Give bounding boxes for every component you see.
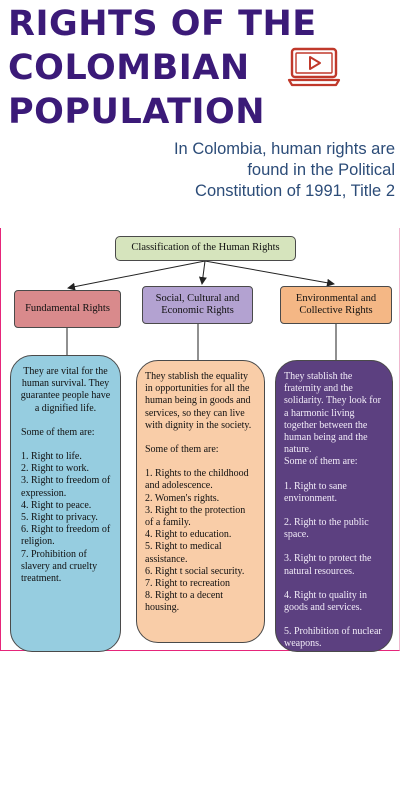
video-play-icon[interactable]	[287, 46, 341, 90]
list-item: 2. Women's rights.	[145, 492, 220, 504]
list-item: 2. Right to work.	[21, 463, 90, 475]
category-fundamental: Fundamental Rights	[14, 290, 121, 328]
list-item: 3. Right to protect the natural resource…	[284, 553, 372, 577]
category-environmental: Environmental and Collective Rights	[280, 286, 392, 324]
list-item: 4. Right to peace.	[21, 499, 92, 511]
list-item: 4. Right to education.	[145, 529, 232, 541]
description-intro: They stablish the equality in opportunit…	[145, 371, 252, 431]
list-item: 4. Right to quality in goods and service…	[284, 589, 368, 614]
list-item: 2. Right to the public space.	[284, 517, 369, 541]
list-item: 7. Right to recreation	[145, 578, 230, 590]
video-play-icon-graphic	[287, 47, 341, 87]
list-item: 1. Rights to the childhood and adolescen…	[145, 468, 249, 492]
page-title: RIGHTS OF THE COLOMBIAN POPULATION	[8, 2, 317, 134]
list-item: 1. Right to sane environment.	[284, 480, 347, 504]
root-node: Classification of the Human Rights	[115, 236, 296, 261]
list-item: 3. Right to the protection of a family.	[145, 504, 246, 529]
list-item: 6. Right t social security.	[145, 565, 245, 577]
description-intro: They stablish the fraternity and the sol…	[284, 371, 381, 456]
list-item: 5. Prohibition of nuclear weapons.	[284, 626, 382, 650]
description-intro: They are vital for the human survival. T…	[20, 366, 111, 414]
list-item: 3. Right to freedom of expression.	[21, 475, 111, 499]
diagram-connectors	[66, 260, 337, 360]
rights-diagram: Classification of the Human Rights Funda…	[0, 228, 400, 652]
rights-list: 1. Rights to the childhood and adolescen…	[145, 468, 256, 614]
list-item: 5. Right to privacy.	[21, 512, 98, 524]
connector-root-fundamental	[67, 260, 206, 291]
description-social: They stablish the equality in opportunit…	[136, 360, 265, 643]
connector-root-social	[198, 260, 207, 285]
category-social: Social, Cultural and Economic Rights	[142, 286, 253, 324]
some-of-them-label: Some of them are:	[145, 444, 219, 456]
some-of-them-label: Some of them are:	[21, 426, 95, 438]
description-environmental: They stablish the fraternity and the sol…	[275, 360, 393, 652]
subtitle-line: Constitution of 1991, Title 2	[195, 182, 395, 200]
connector-root-environmental	[204, 260, 335, 287]
subtitle: In Colombia, human rights are found in t…	[95, 139, 395, 202]
title-line: POPULATION	[8, 92, 266, 132]
rights-list: 1. Right to sane environment. 2. Right t…	[284, 481, 384, 651]
list-item: 7. Prohibition of slavery and cruelty tr…	[21, 548, 98, 585]
title-line: COLOMBIAN	[8, 48, 250, 88]
subtitle-line: In Colombia, human rights are	[173, 140, 395, 158]
subtitle-line: found in the Political	[247, 161, 395, 179]
list-item: 1. Right to life.	[21, 451, 82, 463]
list-item: 8. Right to a decent housing.	[145, 590, 224, 614]
description-fundamental: They are vital for the human survival. T…	[10, 355, 121, 652]
some-of-them-label: Some of them are:	[284, 456, 358, 468]
title-line: RIGHTS OF THE	[8, 4, 317, 44]
rights-list: 1. Right to life. 2. Right to work. 3. R…	[19, 451, 112, 585]
list-item: 5. Right to medical assistance.	[145, 541, 222, 565]
list-item: 6. Right to freedom of religion.	[21, 524, 111, 548]
